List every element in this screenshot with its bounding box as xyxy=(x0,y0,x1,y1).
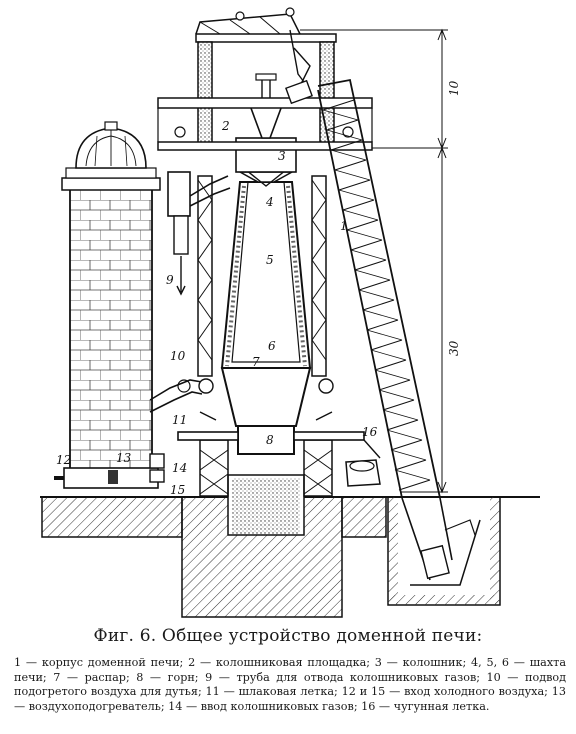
label-15: 15 xyxy=(170,483,185,497)
dimension-lines xyxy=(300,28,448,494)
ground-foundation xyxy=(40,474,540,618)
figure-caption: Фиг. 6. Общее устройство доменной печи: xyxy=(93,626,483,646)
label-7: 7 xyxy=(252,355,260,369)
dimension-top: 10 xyxy=(447,80,461,96)
label-1: 1 xyxy=(340,219,348,233)
label-16: 16 xyxy=(362,425,378,439)
figure-legend: 1 — корпус доменной печи; 2 — колошников… xyxy=(14,656,566,713)
label-9: 9 xyxy=(166,273,174,287)
tuyere-platform xyxy=(177,431,381,487)
label-2: 2 xyxy=(221,119,230,133)
gas-offtake-pipe xyxy=(167,171,231,296)
air-heater xyxy=(54,121,165,489)
furnace-frame xyxy=(197,175,333,497)
label-12: 12 xyxy=(56,453,71,467)
label-13: 13 xyxy=(116,451,132,465)
label-6: 6 xyxy=(268,339,276,353)
top-structure xyxy=(157,7,373,151)
blast-furnace-diagram: 10 30 1 2 3 4 5 6 7 8 9 10 11 12 13 14 1… xyxy=(40,7,540,618)
label-8: 8 xyxy=(266,433,274,447)
dimension-main: 30 xyxy=(447,340,461,356)
hot-blast-duct xyxy=(149,379,203,413)
label-10: 10 xyxy=(170,349,186,363)
label-5: 5 xyxy=(266,253,274,267)
label-14: 14 xyxy=(172,461,187,475)
furnace-body xyxy=(198,73,334,455)
label-3: 3 xyxy=(278,149,286,163)
skip-hoist xyxy=(317,78,453,581)
label-11: 11 xyxy=(172,413,187,427)
label-4: 4 xyxy=(265,195,274,209)
